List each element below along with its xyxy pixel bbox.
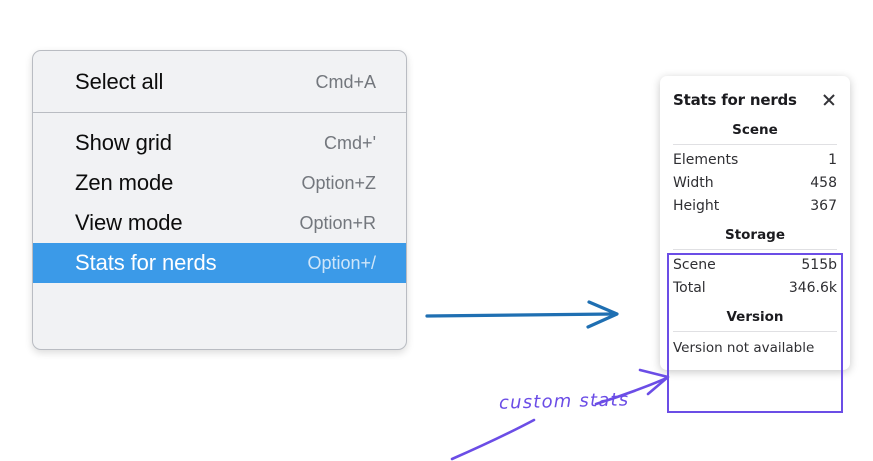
blue-arrow bbox=[425, 300, 619, 329]
menu-item-select-all[interactable]: Select all Cmd+A bbox=[33, 62, 406, 102]
menu-item-zen-mode[interactable]: Zen mode Option+Z bbox=[33, 163, 406, 203]
stat-value: 458 bbox=[810, 175, 837, 191]
menu-item-shortcut: Option+/ bbox=[307, 252, 376, 273]
stat-row-storage-total: Total 346.6k bbox=[673, 277, 837, 300]
section-divider bbox=[673, 144, 837, 145]
stat-row-height: Height 367 bbox=[673, 195, 837, 218]
stats-section-scene: Scene Elements 1 Width 458 Height 367 bbox=[660, 113, 850, 218]
menu-item-label: Stats for nerds bbox=[75, 250, 217, 275]
stat-row-elements: Elements 1 bbox=[673, 149, 837, 172]
menu-item-label: View mode bbox=[75, 210, 183, 235]
section-divider bbox=[673, 249, 837, 250]
context-menu[interactable]: Select all Cmd+A Show grid Cmd+' Zen mod… bbox=[32, 50, 407, 350]
stats-for-nerds-panel[interactable]: Stats for nerds Scene Elements 1 Width 4… bbox=[660, 76, 850, 370]
menu-item-shortcut: Option+R bbox=[299, 212, 376, 233]
section-divider bbox=[673, 331, 837, 332]
stats-panel-titlebar: Stats for nerds bbox=[660, 86, 850, 113]
stats-section-storage: Storage Scene 515b Total 346.6k bbox=[660, 218, 850, 300]
stat-row-width: Width 458 bbox=[673, 172, 837, 195]
stat-value: 367 bbox=[810, 198, 837, 214]
section-heading: Scene bbox=[732, 122, 778, 138]
stats-section-version: Version Version not available bbox=[660, 300, 850, 359]
menu-item-shortcut: Cmd+A bbox=[315, 71, 376, 92]
stat-key: Total bbox=[673, 280, 706, 296]
menu-item-view-mode[interactable]: View mode Option+R bbox=[33, 203, 406, 243]
menu-group-2: Show grid Cmd+' Zen mode Option+Z View m… bbox=[33, 113, 406, 301]
menu-group-1: Select all Cmd+A bbox=[33, 51, 406, 112]
custom-stats-callout-label: custom stats bbox=[498, 389, 630, 414]
menu-item-label: Zen mode bbox=[75, 170, 174, 195]
stat-key: Height bbox=[673, 198, 720, 214]
menu-item-shortcut: Option+Z bbox=[301, 172, 376, 193]
stat-row-storage-scene: Scene 515b bbox=[673, 254, 837, 277]
stat-value: 1 bbox=[828, 152, 837, 168]
menu-item-label: Show grid bbox=[75, 130, 172, 155]
stat-value: 515b bbox=[801, 257, 837, 273]
menu-item-show-grid[interactable]: Show grid Cmd+' bbox=[33, 123, 406, 163]
menu-separator bbox=[33, 112, 406, 113]
version-note: Version not available bbox=[673, 340, 815, 356]
menu-item-label: Select all bbox=[75, 69, 164, 94]
stats-panel-title: Stats for nerds bbox=[673, 90, 797, 109]
section-heading: Version bbox=[726, 309, 784, 325]
menu-item-stats-for-nerds[interactable]: Stats for nerds Option+/ bbox=[33, 243, 406, 283]
menu-item-shortcut: Cmd+' bbox=[324, 132, 376, 153]
purple-underline-stroke bbox=[450, 418, 536, 461]
stat-key: Width bbox=[673, 175, 714, 191]
menu-footer-spacer bbox=[33, 283, 406, 301]
stat-key: Scene bbox=[673, 257, 716, 273]
stat-key: Elements bbox=[673, 152, 739, 168]
stat-value: 346.6k bbox=[788, 280, 837, 296]
close-icon[interactable] bbox=[820, 91, 838, 109]
section-heading: Storage bbox=[724, 227, 786, 243]
